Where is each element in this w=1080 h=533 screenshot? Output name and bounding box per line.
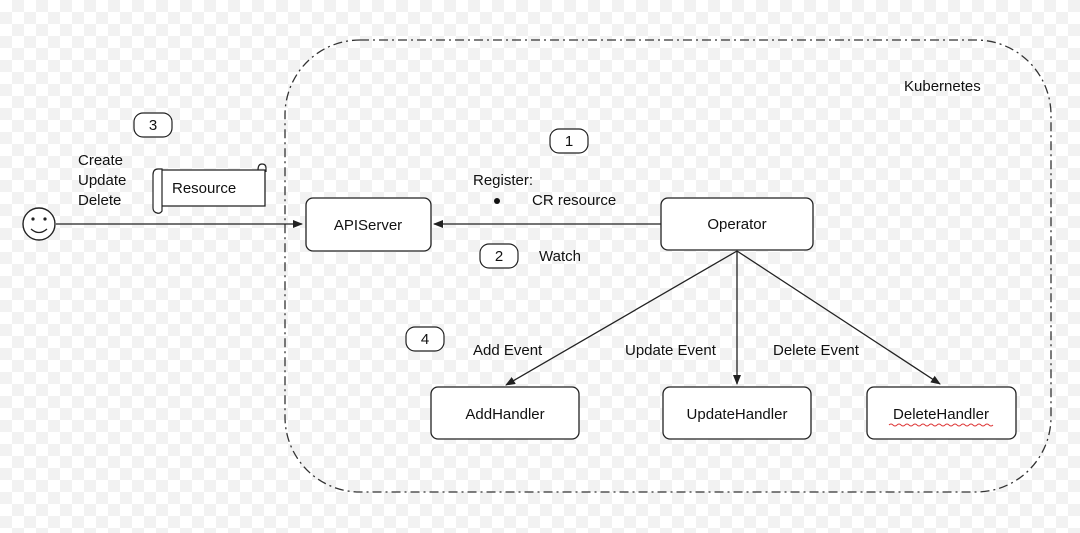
action-delete: Delete	[78, 192, 121, 209]
badge-3-label: 3	[149, 117, 157, 134]
operator-label: Operator	[707, 216, 766, 233]
operator-to-addhandler-arrow	[505, 250, 738, 386]
kubernetes-boundary	[284, 39, 1052, 493]
addhandler-node	[430, 386, 580, 440]
updatehandler-node	[662, 386, 812, 440]
action-create: Create	[78, 152, 123, 169]
addhandler-label: AddHandler	[465, 406, 544, 423]
badge-1-label: 1	[565, 133, 573, 150]
add-event-label: Add Event	[473, 342, 543, 359]
spellcheck-underline	[888, 423, 994, 427]
badge-2	[479, 243, 519, 269]
badge-1	[549, 128, 589, 154]
register-title: Register:	[473, 172, 533, 189]
update-event-label: Update Event	[625, 342, 717, 359]
badge-4-label: 4	[421, 331, 429, 348]
badge-2-label: 2	[495, 248, 503, 265]
action-update: Update	[78, 172, 126, 189]
badge-4	[405, 326, 445, 352]
resource-label: Resource	[172, 180, 236, 197]
deletehandler-label: DeleteHandler	[893, 406, 989, 423]
kubernetes-label: Kubernetes	[904, 78, 981, 95]
operator-to-deletehandler-arrow	[736, 250, 941, 385]
apiserver-label: APIServer	[334, 217, 402, 234]
watch-label: Watch	[539, 248, 581, 265]
resource-scroll	[152, 163, 267, 214]
register-bullet	[494, 198, 500, 204]
delete-event-label: Delete Event	[773, 342, 860, 359]
smiley-face-icon	[22, 207, 56, 241]
badge-3	[133, 112, 173, 138]
apiserver-node	[305, 197, 432, 252]
updatehandler-label: UpdateHandler	[687, 406, 788, 423]
register-item: CR resource	[532, 192, 616, 209]
